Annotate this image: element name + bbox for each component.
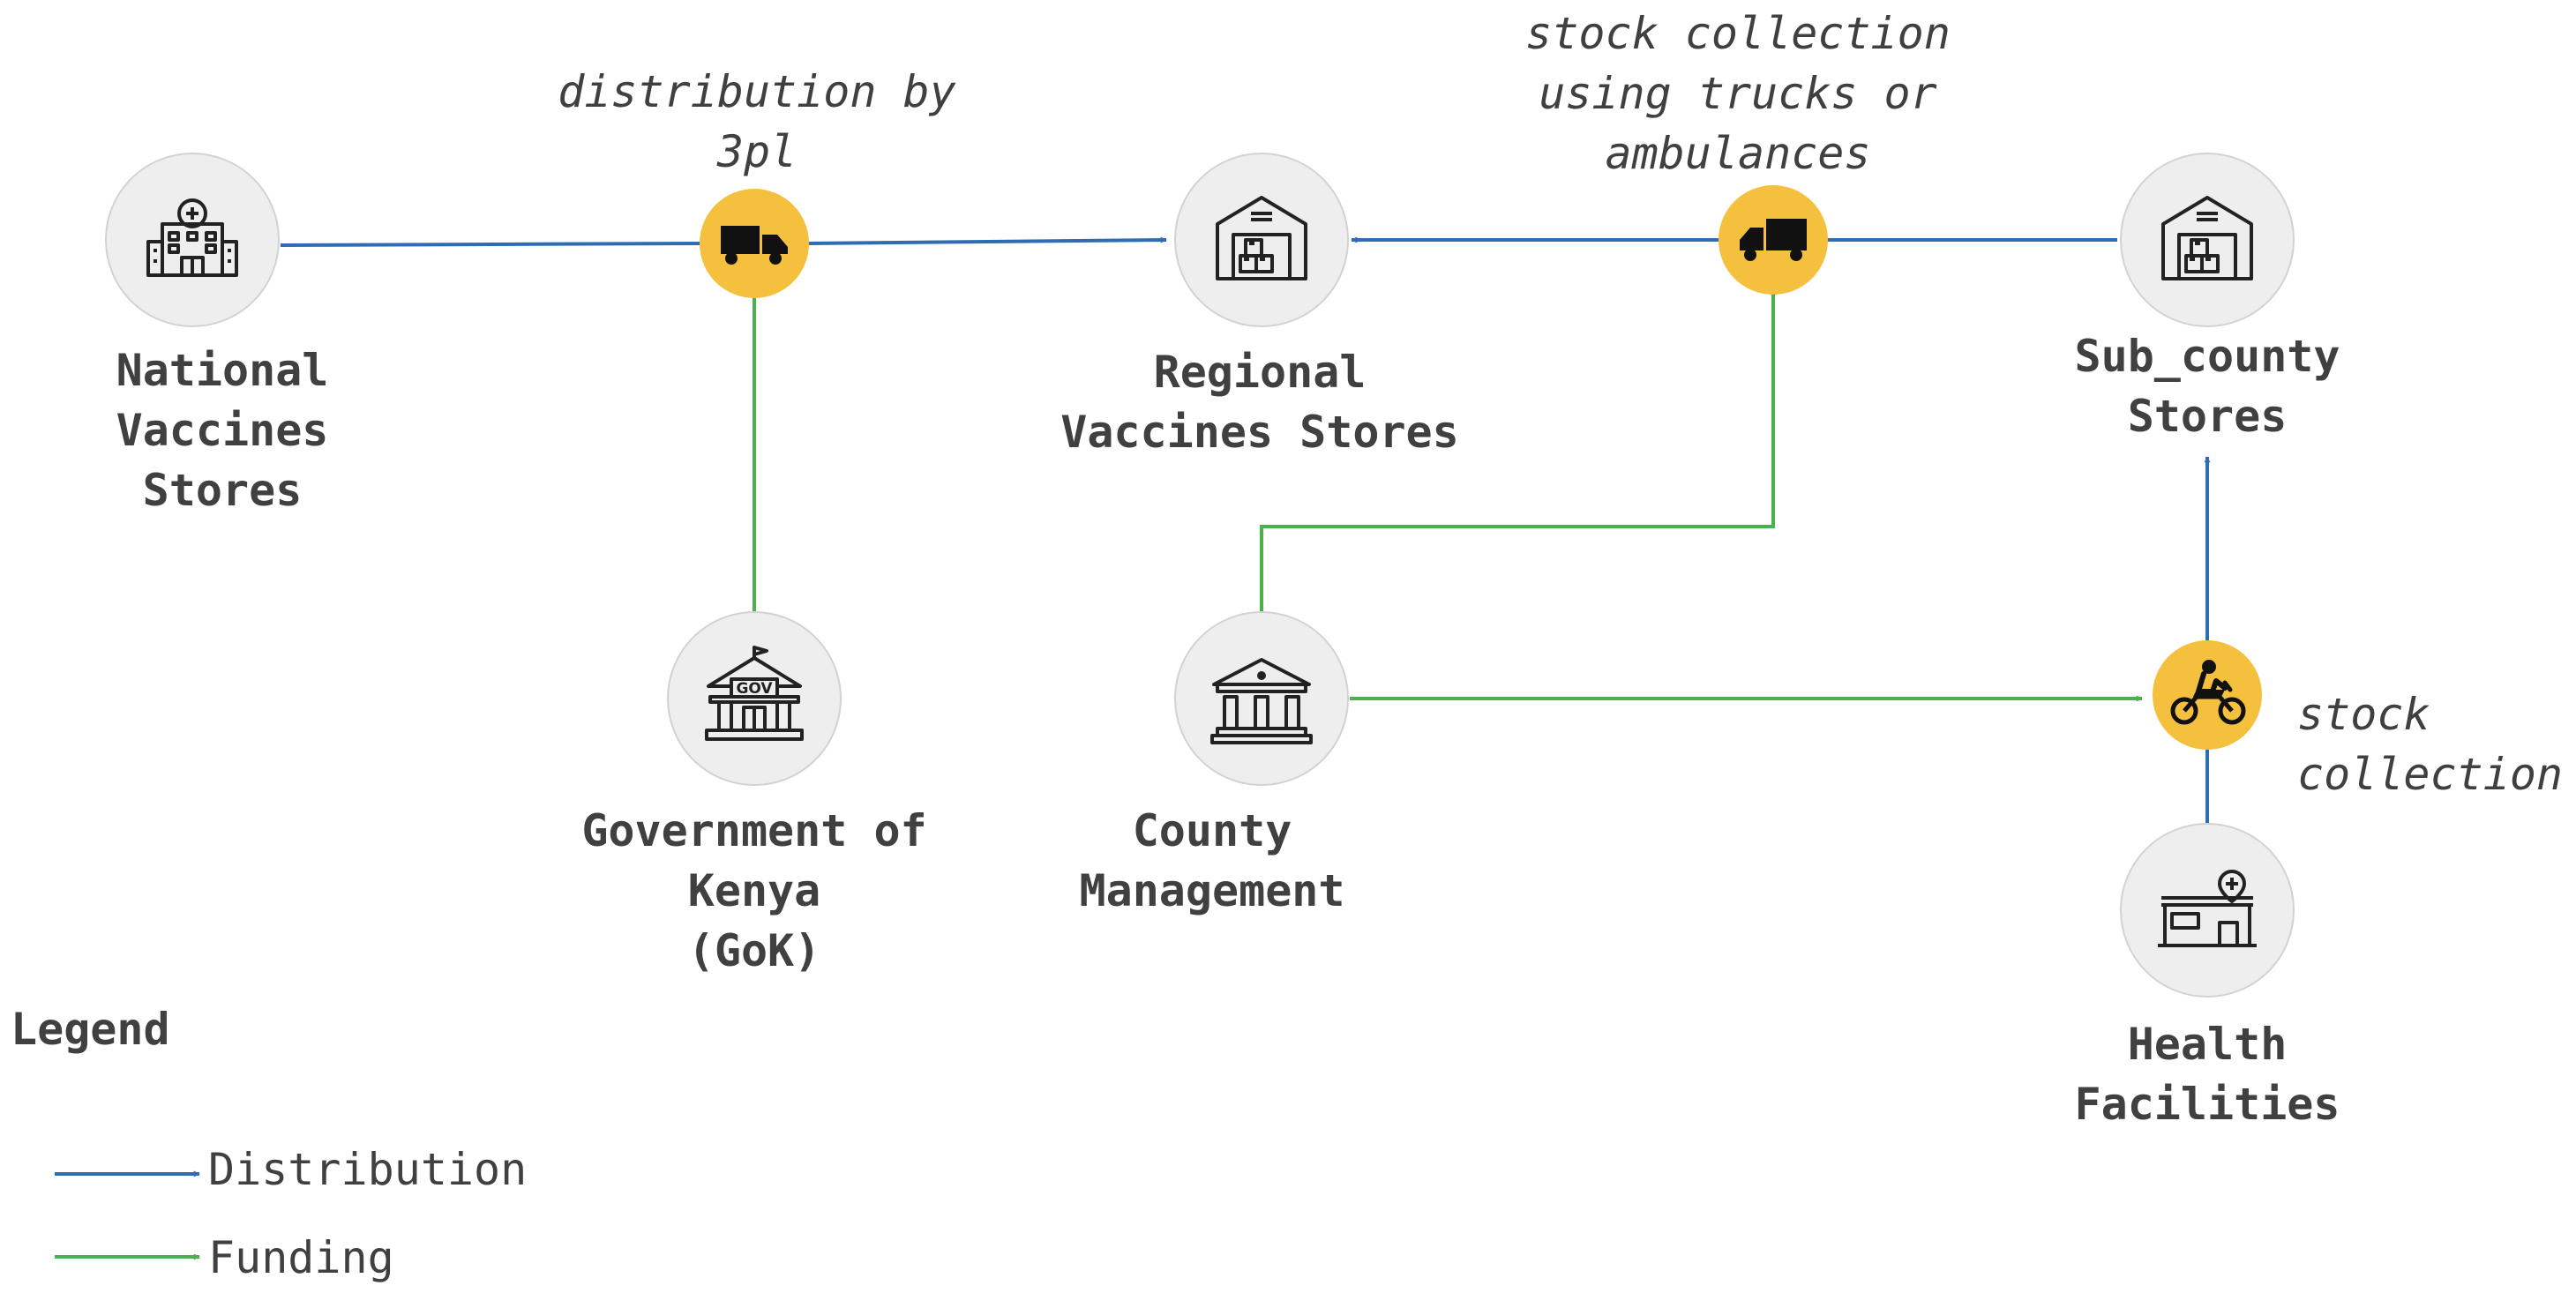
label-line: 3pl	[716, 126, 798, 177]
node-regional	[1174, 153, 1349, 327]
legend-distribution-label: Distribution	[208, 1144, 528, 1195]
edge-truck-to-regional	[806, 236, 1167, 245]
edge-county-to-truck	[1260, 288, 1777, 623]
label-line: Regional	[1153, 347, 1367, 398]
truck-icon	[721, 226, 788, 265]
distribution-by-3pl-label: distribution by 3pl	[558, 62, 956, 182]
label-line: Health	[2127, 1019, 2288, 1070]
legend-funding-label: Funding	[208, 1232, 394, 1283]
label-line: County	[1132, 805, 1292, 856]
label-line: National	[116, 345, 329, 396]
legend-title: Legend	[11, 1004, 170, 1055]
warehouse-icon	[2161, 196, 2253, 280]
label-line: Vaccines	[116, 405, 329, 456]
transport-truck-collection	[1719, 185, 1828, 295]
label-line: stock	[2297, 689, 2430, 740]
label-line: ambulances	[1605, 128, 1871, 179]
node-national	[105, 153, 280, 327]
label-line: collection	[2297, 749, 2564, 800]
node-county	[1174, 611, 1349, 786]
warehouse-icon	[1216, 196, 1307, 280]
label-line: Stores	[2127, 391, 2288, 442]
courthouse-icon	[1210, 658, 1313, 744]
label-line: distribution by	[558, 66, 956, 117]
stock-collection-trucks-label: stock collection using trucks or ambulan…	[1525, 4, 1951, 183]
label-line: stock collection	[1525, 8, 1951, 59]
edge-national-to-truck	[280, 242, 702, 247]
clinic-icon	[2158, 870, 2257, 947]
label-line: Facilities	[2074, 1079, 2340, 1130]
label-line: Kenya	[687, 865, 821, 916]
government-building-icon: GOV	[705, 646, 804, 741]
hospital-icon	[146, 198, 238, 277]
county-management-label: County Management	[1079, 801, 1344, 921]
regional-vaccines-stores-label: Regional Vaccines Stores	[1060, 342, 1459, 462]
label-line: Vaccines Stores	[1060, 407, 1459, 458]
svg-text:GOV: GOV	[736, 680, 773, 698]
label-line: Sub_county	[2074, 331, 2340, 382]
government-of-kenya-label: Government of Kenya (GoK)	[581, 801, 926, 981]
stock-collection-motorbike-label: stock collection	[2297, 684, 2563, 804]
label-line: Stores	[142, 465, 303, 516]
label-line: using trucks or	[1539, 68, 1937, 119]
motorbike-icon	[2170, 660, 2246, 725]
national-vaccines-stores-label: National Vaccines Stores	[116, 340, 329, 520]
health-facilities-label: Health Facilities	[2074, 1014, 2340, 1134]
node-subcounty	[2120, 153, 2295, 327]
transport-truck-3pl	[700, 189, 809, 298]
node-gok: GOV	[667, 611, 842, 786]
transport-motorbike	[2153, 640, 2262, 750]
label-line: (GoK)	[687, 925, 821, 976]
label-line: Government of	[581, 805, 927, 856]
label-line: Management	[1079, 865, 1345, 916]
truck-icon	[1740, 219, 1807, 261]
sub-county-stores-label: Sub_county Stores	[2074, 326, 2340, 446]
node-health	[2120, 823, 2295, 998]
